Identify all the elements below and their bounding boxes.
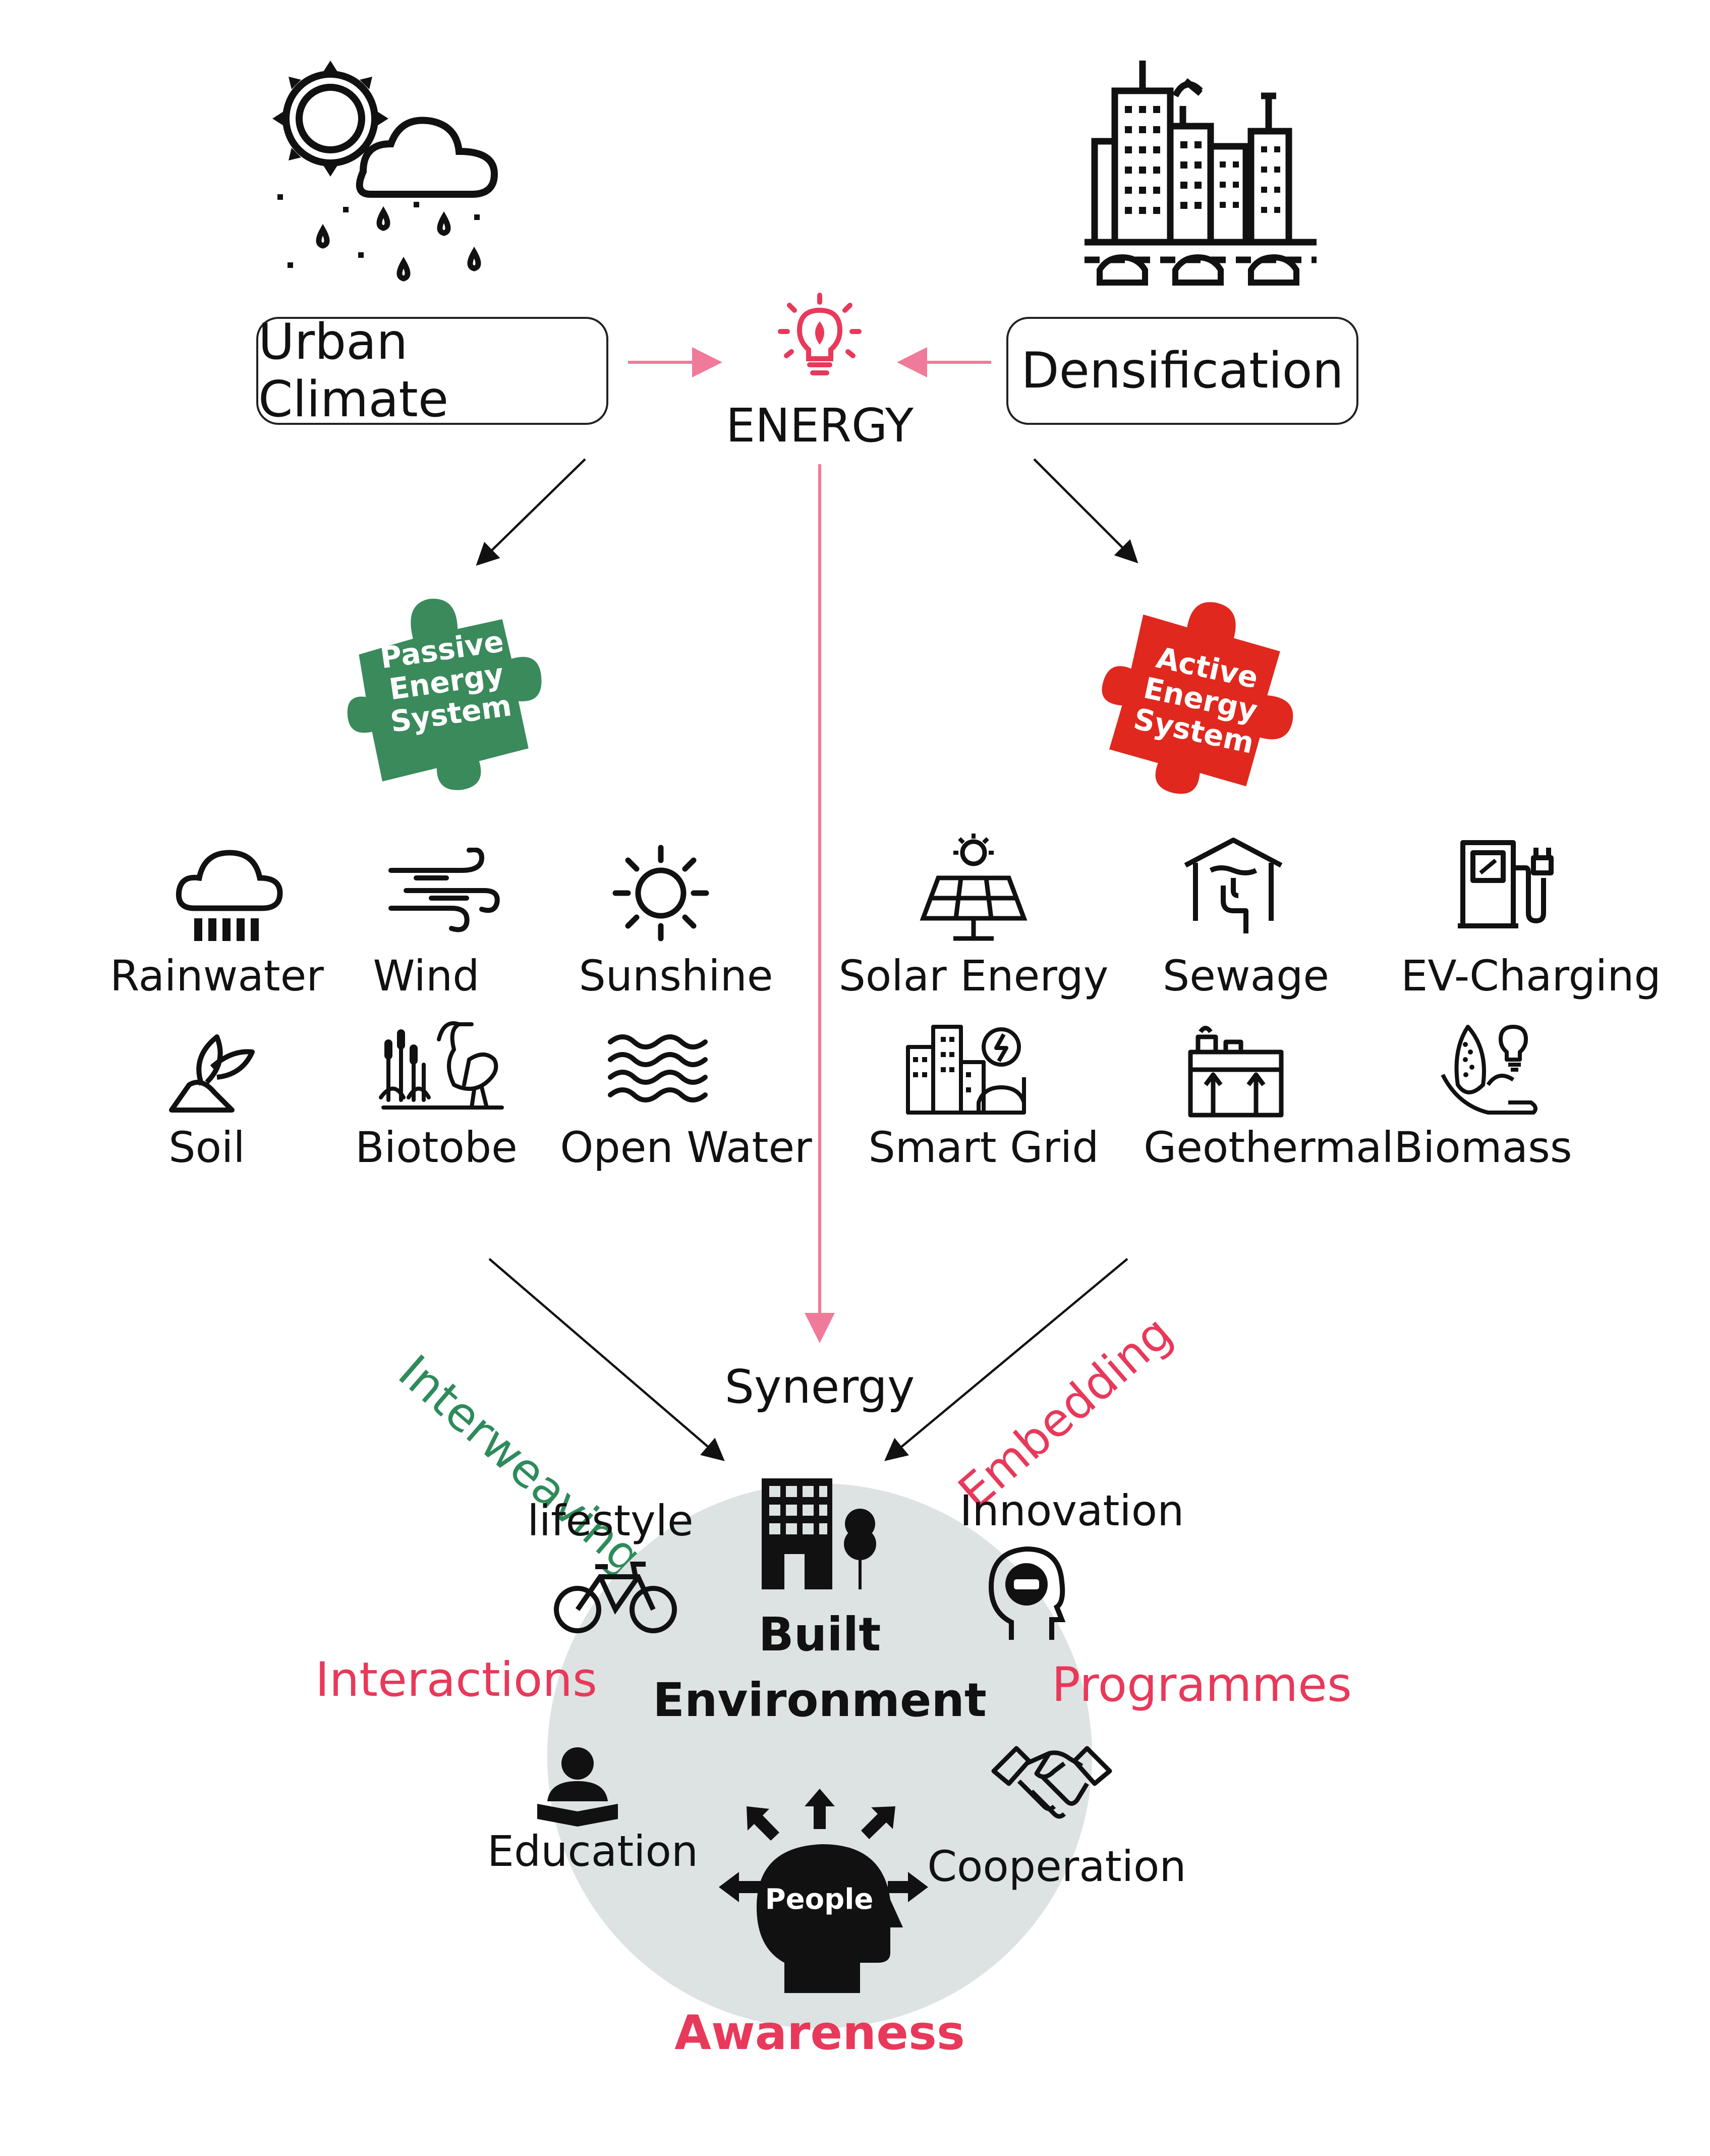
arrow-densification-to-active xyxy=(1033,458,1138,564)
soil-icon xyxy=(169,1034,255,1113)
urban-climate-box: Urban Climate xyxy=(256,313,608,428)
built-environment-line-2: Environment xyxy=(653,1673,987,1727)
sunshine-label: Sunshine xyxy=(579,951,773,1001)
arrow-active-to-built xyxy=(884,1258,1128,1461)
arrow-climate-to-passive xyxy=(476,458,586,566)
ev-charging-label: EV-Charging xyxy=(1401,951,1661,1001)
smart-grid-label: Smart Grid xyxy=(868,1123,1099,1172)
handshake-icon xyxy=(991,1746,1112,1819)
passive-energy-system-label: Passive Energy System xyxy=(365,623,528,740)
biomass-label: Biomass xyxy=(1394,1123,1572,1172)
biotope-icon xyxy=(379,1021,504,1110)
soil-label: Soil xyxy=(168,1123,245,1172)
densification-label: Densification xyxy=(1021,342,1344,400)
geothermal-label: Geothermal xyxy=(1144,1123,1394,1172)
built-environment-line-1: Built xyxy=(758,1608,881,1662)
open-water-icon xyxy=(608,1034,708,1102)
city-icon xyxy=(1085,61,1317,286)
active-puzzle-piece-icon xyxy=(1102,602,1293,794)
passive-puzzle-piece-icon xyxy=(347,598,542,790)
ev-charging-icon xyxy=(1458,840,1554,928)
people-label: People xyxy=(765,1883,874,1916)
densification-box: Densification xyxy=(1006,317,1358,425)
geothermal-icon xyxy=(1188,1026,1284,1118)
weather-icon xyxy=(272,61,498,282)
cooperation-label: Cooperation xyxy=(927,1842,1186,1891)
people-head-icon xyxy=(719,1789,928,1993)
sunshine-icon xyxy=(612,845,709,942)
sewage-label: Sewage xyxy=(1162,951,1330,1001)
wind-label: Wind xyxy=(373,951,480,1001)
energy-label: ENERGY xyxy=(726,399,914,453)
solar-energy-label: Solar Energy xyxy=(838,951,1109,1001)
education-reader-icon xyxy=(537,1747,618,1827)
sewage-icon xyxy=(1184,838,1283,933)
innovation-head-icon xyxy=(988,1546,1066,1640)
building-tree-icon xyxy=(762,1478,876,1589)
wind-icon xyxy=(388,848,500,932)
rainwater-icon xyxy=(176,850,283,941)
awareness-label: Awareness xyxy=(674,2006,965,2061)
rainwater-label: Rainwater xyxy=(110,951,324,1001)
smart-grid-icon xyxy=(906,1025,1026,1115)
arrow-passive-to-built xyxy=(488,1258,725,1461)
innovation-label: Innovation xyxy=(959,1486,1184,1535)
programmes-label: Programmes xyxy=(1052,1657,1352,1712)
built-environment-title: Built Environment xyxy=(653,1602,987,1733)
bicycle-icon xyxy=(554,1562,677,1633)
biomass-icon xyxy=(1441,1025,1537,1115)
solar-energy-icon xyxy=(920,834,1028,941)
biotobe-label: Biotobe xyxy=(355,1123,518,1172)
education-label: Education xyxy=(487,1827,699,1876)
lifestyle-label: lifestyle xyxy=(527,1496,694,1545)
urban-climate-label: Urban Climate xyxy=(258,313,449,428)
open-water-label: Open Water xyxy=(560,1123,812,1172)
synergy-label: Synergy xyxy=(724,1360,915,1414)
interactions-label: Interactions xyxy=(315,1652,597,1707)
energy-lightbulb-icon xyxy=(778,293,862,375)
